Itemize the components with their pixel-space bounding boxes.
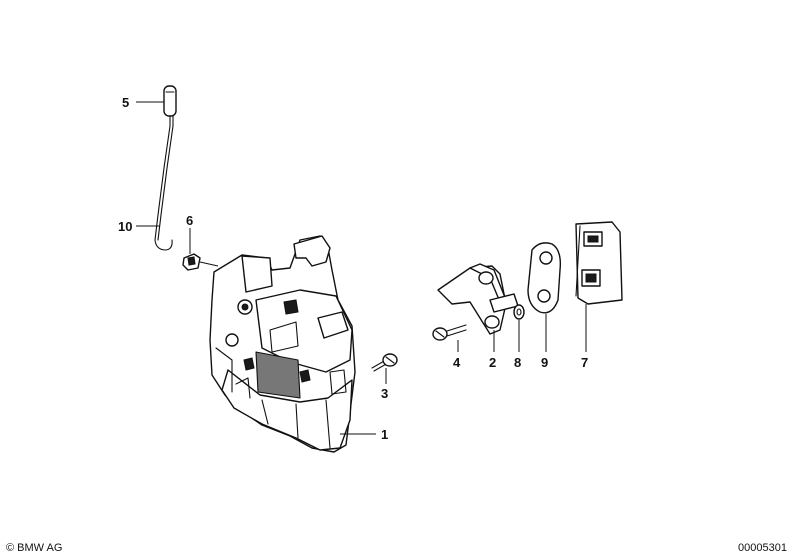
callout-5: 5 [122,95,129,110]
callouts: 5 10 6 1 3 4 2 8 9 7 [118,95,588,442]
callout-1: 1 [381,427,388,442]
callout-8: 8 [514,355,521,370]
part-8-washer [513,304,525,320]
leader-lines [136,101,587,435]
part-4-screw [432,324,467,341]
callout-3: 3 [381,386,388,401]
part-3-screw [371,353,398,372]
diagram-number: 00005301 [738,542,787,554]
part-5-rod-cap [163,85,177,117]
copyright-text: © BMW AG [6,542,62,554]
part-10-operating-rod [154,115,174,251]
part-1-door-lock [209,235,356,453]
callout-4: 4 [453,355,461,370]
part-7-backing-plate [575,221,623,305]
callout-10: 10 [118,219,132,234]
part-9-shim-plate [527,242,562,314]
callout-6: 6 [186,213,193,228]
callout-9: 9 [541,355,548,370]
part-2-striker [437,263,519,335]
part-6-clip [182,253,201,271]
callout-2: 2 [489,355,496,370]
callout-7: 7 [581,355,588,370]
